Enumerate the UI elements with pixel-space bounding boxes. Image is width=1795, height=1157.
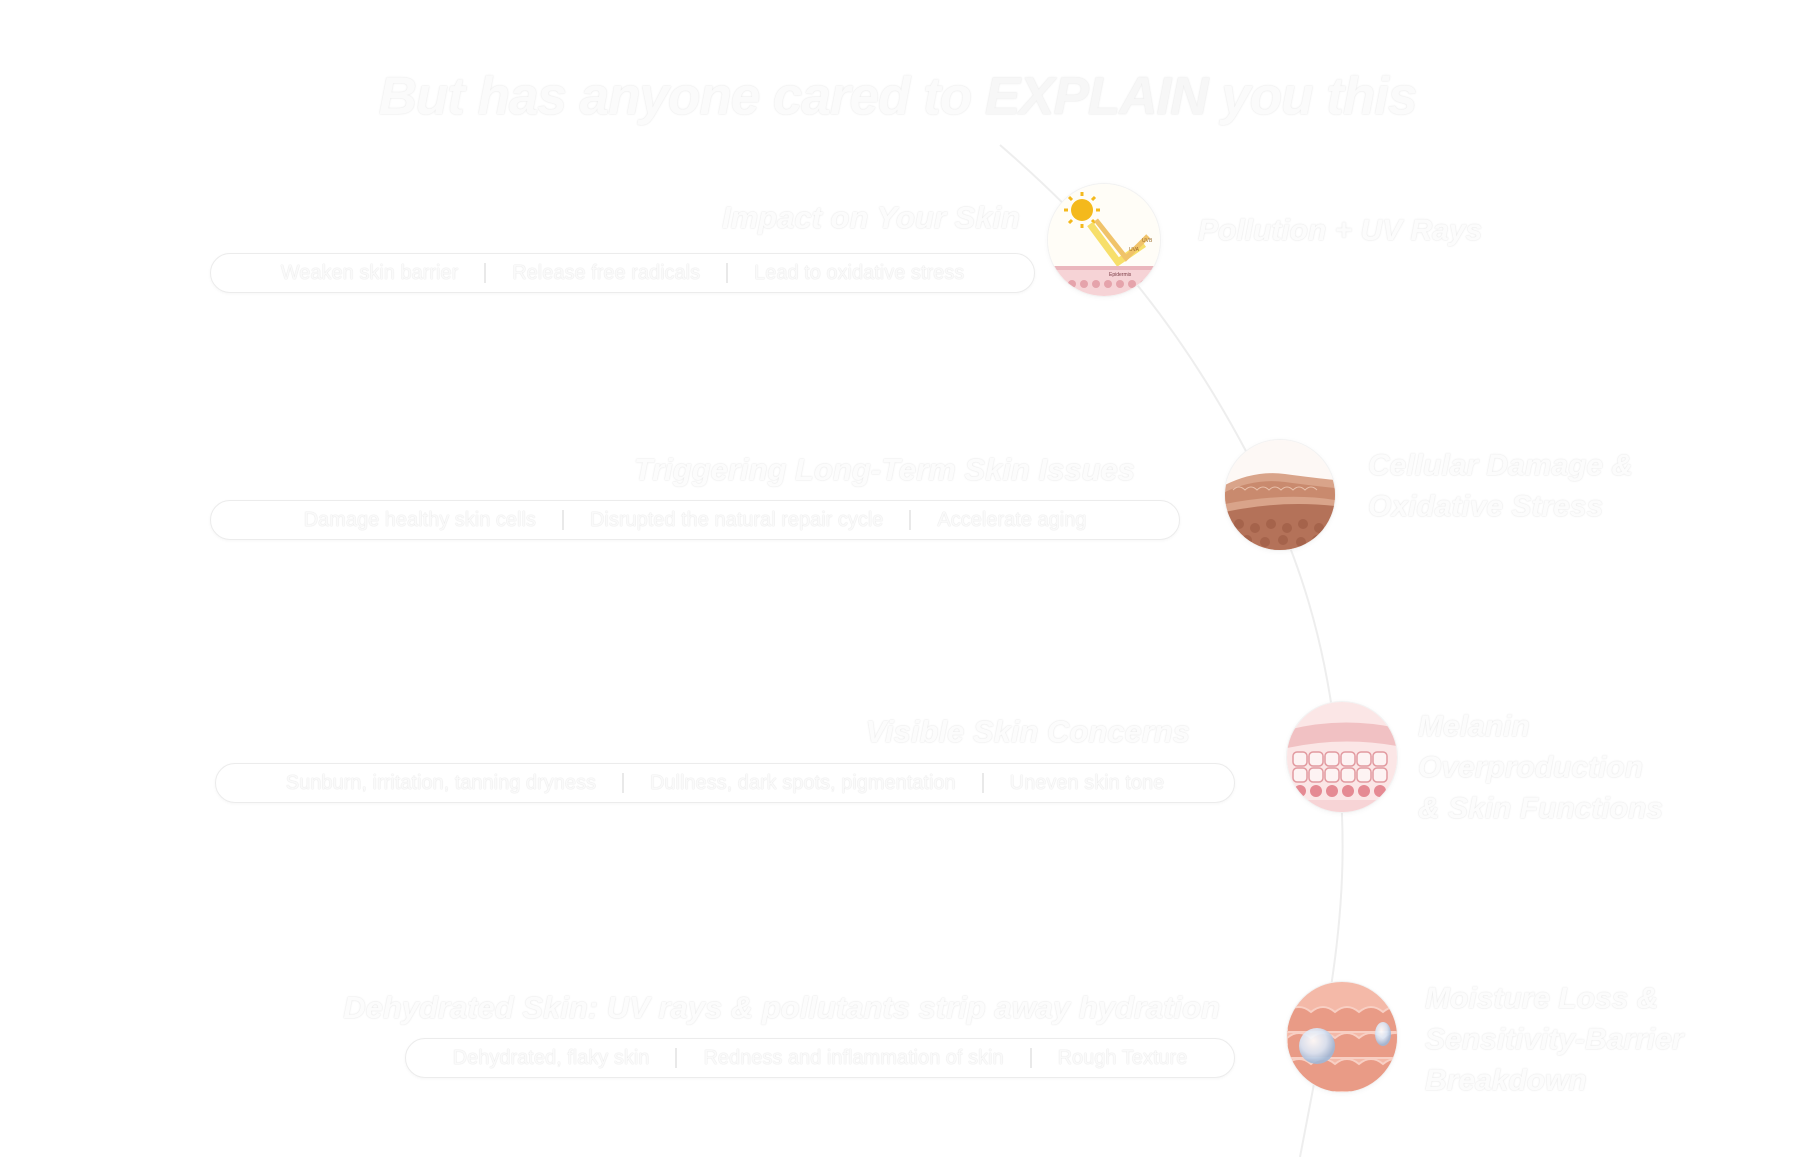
stage-2-label-line: Oxidative Stress (1368, 490, 1604, 523)
divider (621, 773, 624, 793)
stage-4-label: Moisture Loss & Sensitivity-Barrier Brea… (1425, 978, 1683, 1101)
effect-item: Release free radicals (512, 261, 701, 284)
stage-1-image: UVA UVB Epidermis (1048, 184, 1160, 296)
stage-3-effect-title: Visible Skin Concerns (865, 714, 1190, 749)
stage-3-label-line: Overproduction (1418, 751, 1644, 784)
stage-1-label-line: Pollution + UV Rays (1198, 214, 1483, 247)
stage-4-effects: Dehydrated, flaky skin Redness and infla… (405, 1038, 1235, 1078)
divider (1029, 1048, 1032, 1068)
title-emphasis: EXPLAIN (984, 67, 1209, 126)
uvb-label: UVB (1142, 238, 1153, 244)
stage-4-label-line: Moisture Loss & (1425, 982, 1659, 1015)
divider (484, 263, 487, 283)
stage-2-label: Cellular Damage & Oxidative Stress (1368, 445, 1633, 527)
skin-cells-icon (1287, 702, 1397, 812)
stage-3-label: Melanin Overproduction & Skin Functions (1418, 706, 1663, 829)
effect-item: Disrupted the natural repair cycle (589, 508, 884, 531)
title-suffix: you this (1207, 67, 1417, 126)
stage-3-image (1287, 702, 1397, 812)
stage-3-label-line: & Skin Functions (1418, 792, 1664, 825)
divider (726, 263, 729, 283)
stage-2-image (1225, 440, 1335, 550)
sun-rays-epidermis-icon: UVA UVB Epidermis (1048, 184, 1160, 296)
stage-3-effects: Sunburn, irritation, tanning dryness Dul… (215, 763, 1235, 803)
moisture-droplet-icon (1287, 982, 1397, 1092)
stage-4-label-line: Sensitivity-Barrier (1425, 1023, 1684, 1056)
epidermis-label: Epidermis (1109, 272, 1132, 278)
stage-2-effect-title: Triggering Long-Term Skin Issues (633, 452, 1135, 487)
effect-item: Accelerate aging (937, 508, 1087, 531)
stage-2-effects: Damage healthy skin cells Disrupted the … (210, 500, 1180, 540)
stage-4-effect-title: Dehydrated Skin: UV rays & pollutants st… (343, 990, 1220, 1025)
effect-item: Damage healthy skin cells (303, 508, 536, 531)
stage-1-effects: Weaken skin barrier Release free radical… (210, 253, 1035, 293)
stage-1-label: Pollution + UV Rays (1198, 210, 1482, 251)
effect-item: Sunburn, irritation, tanning dryness (285, 771, 596, 794)
stage-2-label-line: Cellular Damage & (1368, 449, 1634, 482)
skin-layer-icon (1225, 440, 1335, 550)
effect-item: Redness and inflammation of skin (703, 1046, 1004, 1069)
divider (981, 773, 984, 793)
effect-item: Weaken skin barrier (280, 261, 459, 284)
effect-item: Dehydrated, flaky skin (452, 1046, 650, 1069)
effect-item: Lead to oxidative stress (754, 261, 965, 284)
stage-4-label-line: Breakdown (1425, 1064, 1587, 1097)
effect-item: Dullness, dark spots, pigmentation (649, 771, 956, 794)
effect-item: Rough Texture (1057, 1046, 1188, 1069)
uva-label: UVA (1129, 247, 1140, 253)
title-prefix: But has anyone cared to (378, 67, 985, 126)
divider (675, 1048, 678, 1068)
stage-3-label-line: Melanin (1418, 710, 1530, 743)
stage-4-image (1287, 982, 1397, 1092)
page-title: But has anyone cared to EXPLAIN you this (0, 66, 1795, 127)
divider (561, 510, 564, 530)
divider (909, 510, 912, 530)
effect-item: Uneven skin tone (1009, 771, 1165, 794)
stage-1-effect-title: Impact on Your Skin (722, 200, 1020, 235)
